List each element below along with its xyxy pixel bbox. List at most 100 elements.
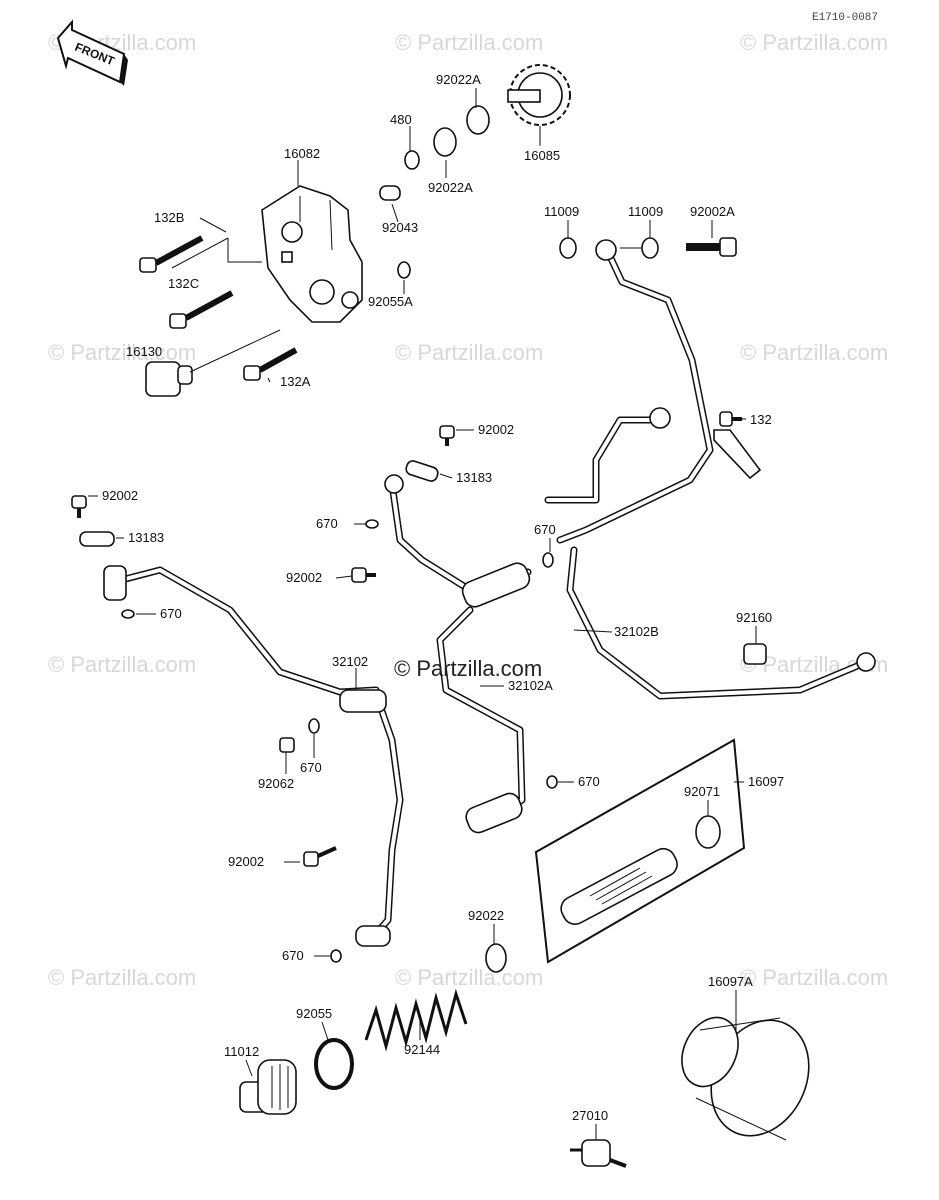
- part-label-670: 670: [578, 774, 600, 789]
- watermark: © Partzilla.com: [48, 965, 196, 990]
- part-label-16082: 16082: [284, 146, 320, 161]
- part-label-11012: 11012: [224, 1044, 259, 1059]
- part-label-92002: 92002: [478, 422, 514, 437]
- oil-pressure-relief-valve-icon: [145, 361, 193, 397]
- part-label-92071: 92071: [684, 784, 720, 799]
- part-label-92022a: 92022A: [436, 72, 481, 87]
- filter-plug-icon: [239, 1059, 297, 1115]
- o-ring-icon: [542, 552, 554, 568]
- part-label-92055a: 92055A: [368, 294, 413, 309]
- part-label-92043: 92043: [382, 220, 418, 235]
- washer-icon: [433, 127, 457, 157]
- part-label-16130: 16130: [126, 344, 162, 359]
- dowel-icon: [379, 185, 401, 201]
- oil-pipe-right: [566, 546, 876, 700]
- sprocket-icon: [507, 64, 571, 126]
- watermark: © Partzilla.com: [48, 652, 196, 677]
- bolt-icon: [169, 290, 234, 329]
- oil-pressure-switch-icon: [570, 1139, 627, 1168]
- watermark-center: © Partzilla.com: [394, 656, 542, 681]
- part-label-11009: 11009: [628, 204, 663, 219]
- watermark: © Partzilla.com: [395, 30, 543, 55]
- washer-icon: [559, 237, 577, 259]
- part-label-132b: 132B: [154, 210, 184, 225]
- part-label-92002: 92002: [102, 488, 138, 503]
- plate-icon: [79, 531, 115, 547]
- part-label-13183: 13183: [456, 470, 492, 485]
- part-label-670: 670: [282, 948, 304, 963]
- part-label-16097: 16097: [748, 774, 784, 789]
- o-ring-icon: [546, 775, 558, 789]
- leader-line: [189, 329, 281, 373]
- part-label-670: 670: [300, 760, 322, 775]
- o-ring-icon: [308, 718, 320, 734]
- spring-icon: [364, 988, 468, 1052]
- bolt-icon: [686, 237, 737, 257]
- oil-screen-icon: [560, 847, 678, 925]
- part-label-27010: 27010: [572, 1108, 608, 1123]
- part-label-16085: 16085: [524, 148, 560, 163]
- part-label-92022: 92022: [468, 908, 504, 923]
- o-ring-icon: [121, 609, 135, 619]
- part-label-92062: 92062: [258, 776, 294, 791]
- oil-pipe-left: [103, 565, 404, 947]
- part-label-92022a: 92022A: [428, 180, 473, 195]
- part-label-670: 670: [160, 606, 182, 621]
- oil-filter-assembly-box: [534, 738, 746, 964]
- part-label-480: 480: [390, 112, 412, 127]
- part-label-92002: 92002: [228, 854, 264, 869]
- o-ring-icon: [314, 1038, 354, 1090]
- part-label-92055: 92055: [296, 1006, 332, 1021]
- part-label-16097a: 16097A: [708, 974, 753, 989]
- watermark: © Partzilla.com: [395, 340, 543, 365]
- part-label-132: 132: [750, 412, 772, 427]
- watermark: © Partzilla.com: [395, 965, 543, 990]
- oil-pump-body: [261, 185, 363, 323]
- watermark-layer: © Partzilla.com © Partzilla.com © Partzi…: [48, 30, 888, 990]
- bolt-icon: [71, 495, 87, 518]
- part-label-670: 670: [316, 516, 338, 531]
- part-label-32102a: 32102A: [508, 678, 553, 693]
- oil-pipe-center: [384, 474, 532, 834]
- part-label-92002: 92002: [286, 570, 322, 585]
- part-label-92160: 92160: [736, 610, 772, 625]
- part-label-11009: 11009: [544, 204, 579, 219]
- part-label-132a: 132A: [280, 374, 311, 389]
- part-label-670: 670: [534, 522, 556, 537]
- bracket-icon: [713, 429, 762, 480]
- cap-icon: [743, 643, 767, 665]
- part-label-132c: 132C: [168, 276, 199, 291]
- o-ring-icon: [330, 949, 342, 963]
- oil-filter-cartridge-icon: [681, 1016, 810, 1141]
- watermark: © Partzilla.com: [740, 340, 888, 365]
- watermark: © Partzilla.com: [740, 965, 888, 990]
- bolt-icon: [351, 567, 376, 583]
- o-ring-icon: [397, 261, 411, 279]
- seal-icon: [695, 815, 721, 849]
- part-label-92144: 92144: [404, 1042, 440, 1057]
- bolt-icon: [139, 235, 204, 273]
- watermark: © Partzilla.com: [48, 340, 196, 365]
- pin-icon: [404, 150, 420, 170]
- bolt-icon: [439, 425, 455, 446]
- o-ring-icon: [365, 519, 379, 529]
- oil-pipe-upper: [544, 239, 714, 544]
- part-label-32102: 32102: [332, 654, 368, 669]
- part-label-32102b: 32102B: [614, 624, 659, 639]
- bolt-icon: [303, 846, 337, 867]
- diagram-code: E1710-0087: [812, 12, 878, 24]
- bolt-icon: [243, 347, 298, 381]
- washer-icon: [485, 943, 507, 973]
- watermark: © Partzilla.com: [740, 30, 888, 55]
- plate-icon: [405, 460, 439, 482]
- washer-icon: [641, 237, 659, 259]
- washer-icon: [466, 105, 490, 135]
- leader-lines: [88, 88, 757, 1140]
- front-arrow-icon: FRONT: [56, 19, 128, 86]
- part-labels: 16082 480 92022A 92022A 16085 132B 92043…: [102, 72, 784, 1123]
- part-label-92002a: 92002A: [690, 204, 735, 219]
- collar-icon: [279, 737, 295, 753]
- part-label-13183: 13183: [128, 530, 164, 545]
- leader-line: [171, 237, 262, 269]
